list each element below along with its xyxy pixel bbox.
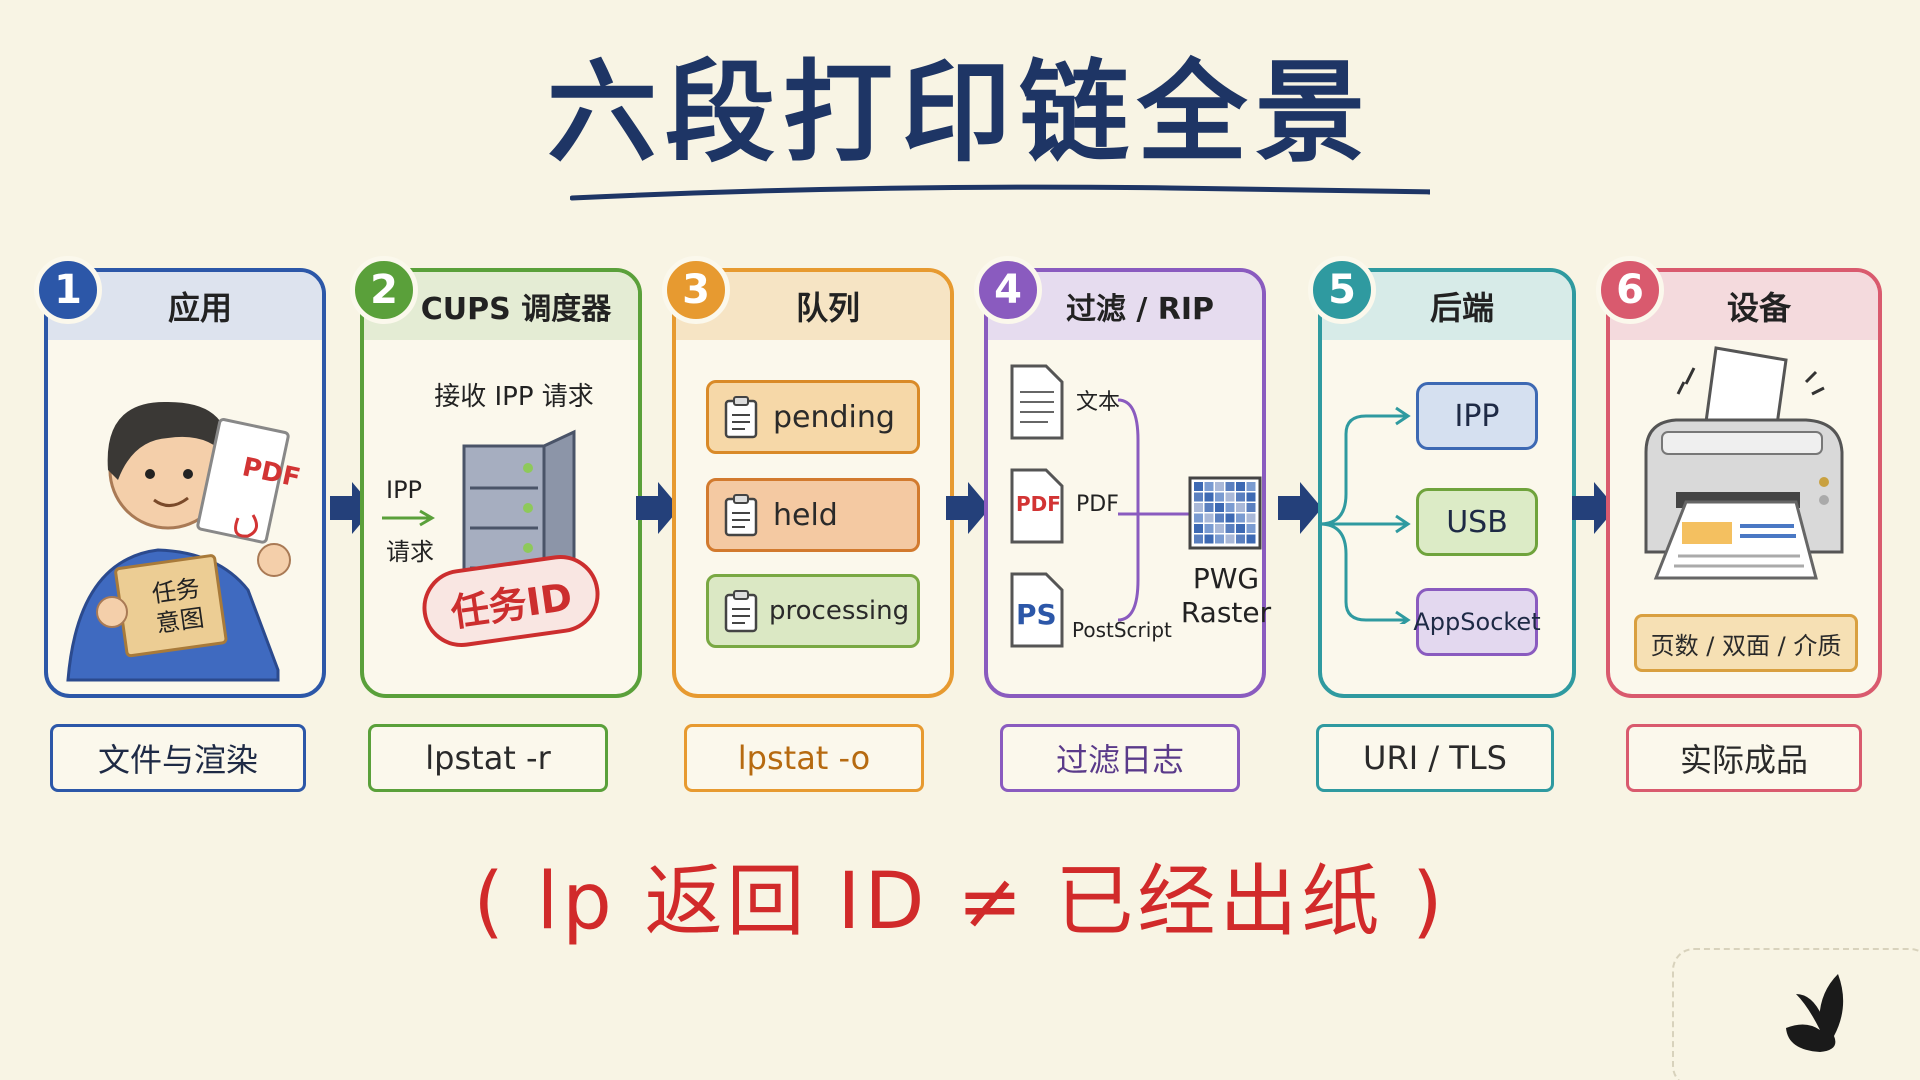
arrow-right-icon [382, 509, 435, 527]
raster-cell [1204, 482, 1214, 491]
clipboard-icon [724, 590, 758, 633]
pdf-doc-mark: PDF [1016, 492, 1061, 516]
stage-cups-scheduler: 2 CUPS 调度器 接收 IPP 请求 IPP 请求 任务ID [350, 256, 642, 698]
task-id-stamp-text: 任务ID [448, 574, 575, 635]
ipp-input-label: IPP [386, 476, 423, 504]
branch-arrows [1319, 406, 1411, 624]
footer-key-point: ( lp 返回 ID ≠ 已经出纸 ) [473, 857, 1447, 947]
raster-cell [1225, 492, 1235, 502]
raster-cell [1204, 503, 1214, 512]
raster-cell [1236, 534, 1245, 544]
backend-appsocket: AppSocket [1413, 588, 1541, 656]
queue-item-label: processing [769, 596, 910, 626]
raster-cell [1225, 513, 1235, 523]
raster-cell [1225, 503, 1235, 512]
arrow-right-icon [1278, 482, 1322, 534]
stage-number-4: 4 [974, 256, 1042, 324]
queue-item-label: held [773, 497, 838, 533]
raster-cell [1204, 534, 1214, 544]
raster-cell [1225, 524, 1235, 533]
input-text-label: 文本 [1076, 390, 1121, 415]
stage-queue: 3 队列 pending held processing [662, 256, 954, 698]
raster-cell [1236, 492, 1245, 502]
queue-item-processing: processing [706, 574, 920, 648]
clipboard-icon [724, 494, 758, 537]
stage-filter-rip: 4 过滤 / RIP 文本 PDF PDF PS PostScript PWG [974, 256, 1271, 698]
raster-cell [1194, 513, 1203, 523]
pages-duplex-media-label: 页数 / 双面 / 介质 [1634, 614, 1858, 672]
raster-cell [1204, 492, 1214, 502]
raster-cell [1194, 492, 1203, 502]
raster-cell [1236, 513, 1245, 523]
title-underline [570, 184, 1430, 201]
ps-doc-mark: PS [1016, 598, 1057, 631]
raster-cell [1246, 482, 1256, 491]
raster-grid-icon [1188, 476, 1262, 550]
raster-cell [1215, 503, 1224, 512]
stage-number-6: 6 [1596, 256, 1664, 324]
raster-cell [1215, 513, 1224, 523]
raster-cell [1246, 513, 1256, 523]
raster-cell [1236, 503, 1245, 512]
person-illustration [66, 401, 291, 682]
raster-cell [1225, 482, 1235, 491]
queue-item-label: pending [773, 399, 895, 435]
request-input-label: 请求 [386, 538, 434, 566]
stage-number-3: 3 [662, 256, 730, 324]
stage-number-1: 1 [34, 256, 102, 324]
document-pdf-icon [1010, 468, 1064, 544]
raster-cell [1236, 482, 1245, 491]
raster-cell [1246, 492, 1256, 502]
corner-panel [1672, 948, 1920, 1080]
raster-cell [1246, 503, 1256, 512]
raster-cell [1215, 524, 1224, 533]
raster-cell [1246, 524, 1256, 533]
stage-number-2: 2 [350, 256, 418, 324]
page-title: 六段打印链全景 [547, 49, 1373, 177]
stage-6-subtitle: 实际成品 [1626, 724, 1862, 792]
butterfly-logo-icon [1786, 974, 1844, 1052]
backend-ipp: IPP [1416, 382, 1538, 450]
arrow-right-icon [1572, 482, 1616, 534]
receive-ipp-caption: 接收 IPP 请求 [434, 382, 594, 412]
stage-4-subtitle: 过滤日志 [1000, 724, 1240, 792]
stage-backend: 5 后端 IPP USB AppSocket [1308, 256, 1576, 698]
raster-cell [1194, 534, 1203, 544]
output-raster-label: Raster [1180, 596, 1272, 629]
raster-cell [1246, 534, 1256, 544]
stage-number-5: 5 [1308, 256, 1376, 324]
queue-item-pending: pending [706, 380, 920, 454]
stage-5-subtitle: URI / TLS [1316, 724, 1554, 792]
arrow-right-icon [946, 482, 990, 534]
raster-cell [1204, 524, 1214, 533]
stage-3-subtitle: lpstat -o [684, 724, 924, 792]
raster-cell [1194, 503, 1203, 512]
stage-2-subtitle: lpstat -r [368, 724, 608, 792]
raster-cell [1204, 513, 1214, 523]
raster-cell [1194, 482, 1203, 491]
queue-item-held: held [706, 478, 920, 552]
document-ps-icon [1010, 572, 1064, 648]
raster-cell [1194, 524, 1203, 533]
raster-cell [1215, 482, 1224, 491]
stage-device: 6 设备 页数 / 双面 / 介质 [1596, 256, 1882, 698]
input-postscript-label: PostScript [1072, 618, 1172, 642]
backend-usb: USB [1416, 488, 1538, 556]
raster-cell [1225, 534, 1235, 544]
arrow-right-icon [636, 482, 680, 534]
document-text-icon [1010, 364, 1064, 440]
clipboard-icon [724, 396, 758, 439]
output-pwg-label: PWG [1192, 562, 1260, 595]
raster-cell [1236, 524, 1245, 533]
raster-cell [1215, 534, 1224, 544]
printer-icon [1644, 346, 1844, 580]
raster-cell [1215, 492, 1224, 502]
stage-1-subtitle: 文件与渲染 [50, 724, 306, 792]
task-intent-card: 任务意图 [150, 573, 206, 639]
input-pdf-label: PDF [1076, 492, 1119, 517]
stage-application: 1 应用 PDF 任务意图 [34, 256, 326, 698]
